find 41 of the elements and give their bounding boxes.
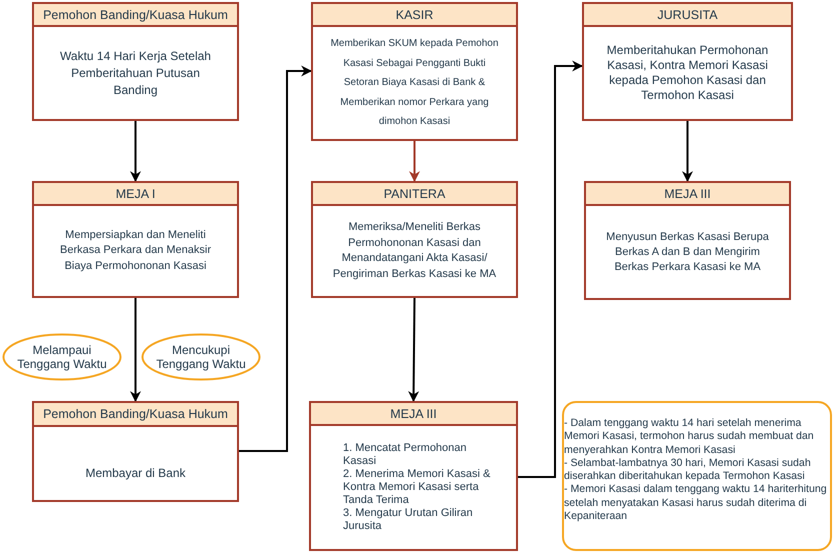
note-text: - Dalam tenggang waktu 14 hari setelah menerima Memori Kasasi, termohon harus sudah membuat dan menyerahkan Kontra Memori Kasasi xyxy=(564,417,815,457)
process-box xyxy=(309,401,518,551)
process-box xyxy=(584,181,791,300)
lane-heading: MEJA III xyxy=(586,183,789,206)
lane-heading: Pemohon Banding/Kuasa Hukum xyxy=(34,403,237,427)
process-text: Memberitahukan Permohonan Kasasi, Kontra Memori Kasasi kepada Pemohon Kasasi dan Termohon Kasasi xyxy=(606,43,770,103)
condition-ellipse xyxy=(141,333,261,381)
process-text: Mempersiapkan dan Meneliti Berkasa Perkara dan Menaksir Biaya Permohononan Kasasi xyxy=(58,228,212,274)
process-box xyxy=(582,2,793,121)
process-text: 1. Mencatat Permohonan Kasasi xyxy=(343,442,468,468)
lane-heading: JURUSITA xyxy=(584,4,791,27)
process-text: Memeriksa/Meneliti Berkas Permohononan Kasasi dan Menandatangani Akta Kasasi/ Pengiriman Berkas Kasasi ke MA xyxy=(332,220,498,282)
arrow xyxy=(409,141,420,182)
arrow xyxy=(408,298,420,402)
arrow xyxy=(518,60,584,478)
process-text: 2. Menerima Memori Kasasi & Kontra Memori Kasasi serta Tanda Terima xyxy=(343,468,492,507)
lane-heading: KASIR xyxy=(313,4,516,27)
lane-heading: Pemohon Banding/Kuasa Hukum xyxy=(34,4,237,27)
lane-heading: MEJA I xyxy=(34,183,237,206)
lane-heading: MEJA III xyxy=(311,403,516,426)
process-text: Menyusun Berkas Kasasi Berupa Berkas A dan B dan Mengirim Berkas Perkara Kasasi ke MA xyxy=(605,230,770,274)
process-box xyxy=(311,2,518,141)
process-box xyxy=(32,401,239,502)
condition-ellipse xyxy=(2,333,122,381)
process-box xyxy=(311,181,518,298)
note-box xyxy=(562,401,832,551)
process-text: Membayar di Bank xyxy=(85,466,186,481)
arrow xyxy=(682,121,693,182)
condition-text: Melampaui Tenggang Waktu xyxy=(16,343,108,371)
arrow xyxy=(239,66,312,452)
process-box xyxy=(32,181,239,298)
process-box xyxy=(32,2,239,121)
condition-text: Mencukupi Tenggang Waktu xyxy=(155,343,247,371)
process-text: Memberikan SKUM kepada Pemohon Kasasi Sebagai Pengganti Bukti Setoran Biaya Kasasi di Bank & Memberikan nomor Perkara yang dimohon Kasasi xyxy=(330,37,500,130)
process-text: Waktu 14 Hari Kerja Setelah Pemberitahuan Putusan Banding xyxy=(59,48,212,98)
note-text: - Selambat-lambatnya 30 hari, Memori Kasasi sudah diserahkan diberitahukan kepada Termohon Kasasi xyxy=(564,456,812,484)
arrow xyxy=(130,298,141,402)
arrow xyxy=(130,121,141,182)
process-text: 3. Mengatur Urutan Giliran Jurusita xyxy=(343,507,474,533)
lane-heading: PANITERA xyxy=(313,183,516,206)
note-text: - Memori Kasasi dalam tenggang waktu 14 hariterhitung setelah menyatakan Kasasi harus sudah diterima di Kepaniteraan xyxy=(564,483,828,524)
